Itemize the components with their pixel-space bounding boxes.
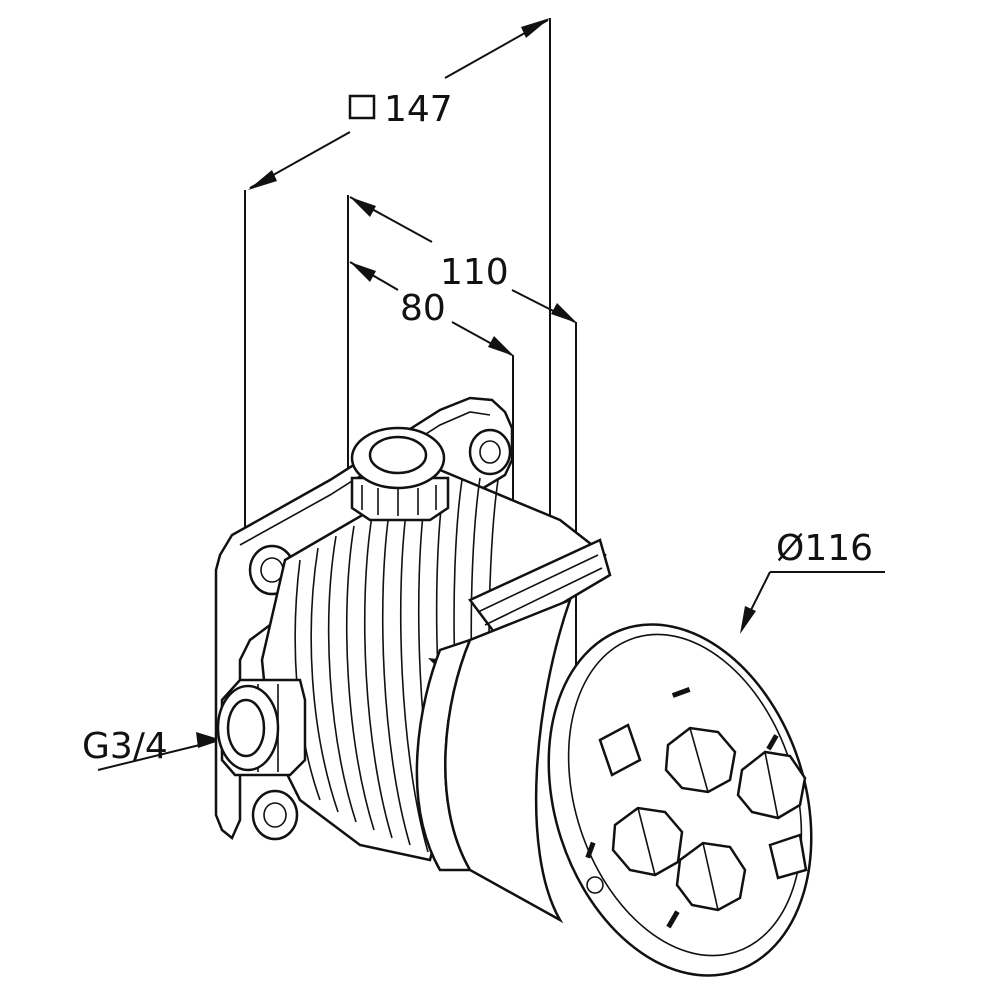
- dim-110-arrow-left: [350, 197, 376, 217]
- dim-80-label: 80: [400, 288, 446, 329]
- dim-147-arrow-left: [248, 170, 277, 190]
- side-inlet-bore: [226, 698, 266, 758]
- front-face: [547, 623, 813, 977]
- hex-valve-bottom-left: [611, 806, 684, 877]
- top-fitting-bore: [368, 435, 428, 475]
- marking-left: [585, 841, 596, 859]
- hex-valve-top-right: [736, 750, 807, 820]
- square-symbol-icon: [348, 94, 376, 120]
- front-notch-left: [598, 723, 642, 777]
- dim-110-label: 110: [440, 252, 509, 293]
- top-fitting: [350, 426, 450, 522]
- plate-edge-inner: [239, 411, 491, 546]
- front-notch-right: [768, 833, 808, 880]
- lug-top-right: [468, 428, 512, 476]
- dim-147-label: 147: [384, 89, 453, 130]
- hex-valve-top-left: [664, 726, 737, 794]
- front-hole: [586, 876, 604, 894]
- cylinder-rings: [415, 597, 573, 924]
- dim-80-arrow-left: [350, 262, 376, 282]
- dim-thread-arrow: [196, 732, 222, 748]
- marking-right: [766, 734, 779, 751]
- front-disc: [547, 623, 813, 977]
- dim-110-arrow-right: [551, 303, 577, 323]
- dim-thread-label: G3/4: [82, 726, 168, 767]
- marking-bottom: [666, 910, 680, 929]
- top-nut: [350, 476, 450, 522]
- side-inlet: [216, 678, 307, 777]
- hex-valve-bottom-right: [675, 841, 747, 912]
- dim-80-arrow-right: [488, 336, 514, 356]
- ring-front-b: [444, 597, 573, 924]
- dimension-labels: 147 110 80 Ø116 G3/4: [82, 89, 873, 767]
- dim-116-arrow: [740, 606, 756, 634]
- dim-147-arrow-right: [521, 18, 550, 38]
- marking-top: [671, 687, 691, 698]
- dim-116-label: Ø116: [776, 528, 873, 569]
- lug-bottom-left: [251, 789, 299, 841]
